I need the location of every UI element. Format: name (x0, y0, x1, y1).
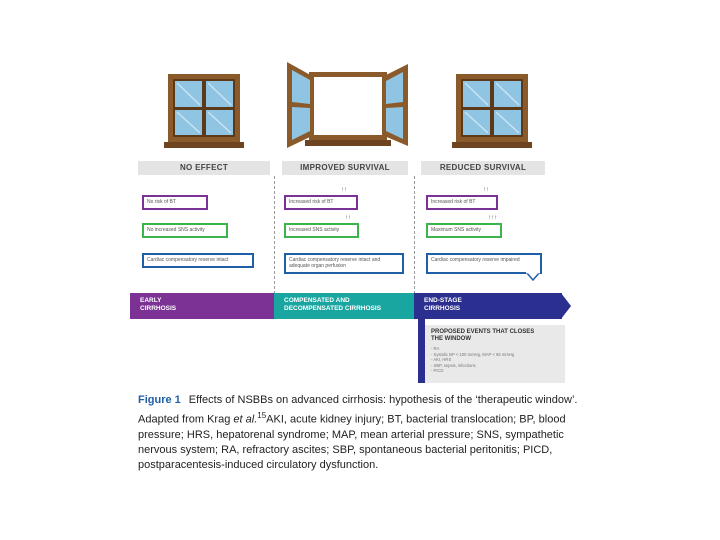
stage-early-line1: EARLY (140, 297, 162, 304)
popup-item: - RA (431, 346, 440, 351)
stage-early: EARLY CIRRHOSIS (130, 293, 274, 319)
stage-compensated-line2: DECOMPENSATED CIRRHOSIS (284, 304, 382, 312)
bt-risk-box: No risk of BT (142, 195, 208, 210)
stage-compensated-line1: COMPENSATED AND (284, 297, 350, 304)
caption-abbreviations: AKI, acute kidney injury; BT, bacterial … (138, 413, 566, 471)
increase-arrows: ↑↑↑ (488, 215, 497, 221)
stage-compensated: COMPENSATED AND DECOMPENSATED CIRRHOSIS (274, 293, 414, 319)
sns-activity-box: No increased SNS activity (142, 223, 228, 238)
window-closing-events-panel: PROPOSED EVENTS THAT CLOSES THE WINDOW -… (425, 325, 565, 383)
caption-italic: et al. (233, 413, 258, 426)
sns-activity-box: Maximum SNS activity (426, 223, 502, 238)
popup-item: - PICD (431, 368, 444, 374)
column-divider (414, 176, 415, 294)
increase-arrows: ↑↑ (341, 187, 347, 193)
caption-ref: 15 (257, 411, 267, 420)
column-divider (274, 176, 275, 294)
closed-window-icon (164, 74, 244, 148)
increase-arrows: ↑↑ (345, 215, 351, 221)
callout-pointer-icon (525, 272, 541, 282)
open-window-icon (287, 62, 408, 148)
stage-early-line2: CIRRHOSIS (140, 304, 177, 312)
closed-window-icon (452, 74, 532, 148)
header-no-effect: NO EFFECT (138, 161, 270, 175)
figure-label: Figure 1 (138, 394, 181, 406)
stage-end: END-STAGE CIRRHOSIS (414, 293, 562, 319)
popup-item: - SBP, sepsis, infections (431, 362, 476, 368)
cardiac-reserve-box: Cardiac compensatory reserve intact and … (284, 253, 404, 274)
popup-list: - RA - Systolic BP < 100 mmHg, MAP < 65 … (431, 346, 559, 374)
increase-arrows: ↑↑ (483, 187, 489, 193)
popup-connector (418, 319, 425, 383)
bt-risk-box: Increased risk of BT (284, 195, 358, 210)
cardiac-reserve-box: Cardiac compensatory reserve impaired (426, 253, 542, 274)
caption-text: Effects of NSBBs on advanced cirrhosis: … (138, 394, 578, 426)
stage-end-line2: CIRRHOSIS (424, 304, 461, 312)
popup-item: - AKI, HRS (431, 357, 452, 363)
bt-risk-box: Increased risk of BT (426, 195, 498, 210)
header-improved-survival: IMPROVED SURVIVAL (282, 161, 408, 175)
popup-title: PROPOSED EVENTS THAT CLOSES THE WINDOW (431, 329, 535, 342)
stage-arrow-icon (561, 293, 571, 319)
sns-activity-box: Increased SNS activity (284, 223, 359, 238)
stage-end-line1: END-STAGE (424, 297, 462, 304)
cardiac-reserve-box: Cardiac compensatory reserve intact (142, 253, 254, 268)
popup-item: - Systolic BP < 100 mmHg, MAP < 65 mmHg (431, 351, 515, 357)
header-reduced-survival: REDUCED SURVIVAL (421, 161, 545, 175)
